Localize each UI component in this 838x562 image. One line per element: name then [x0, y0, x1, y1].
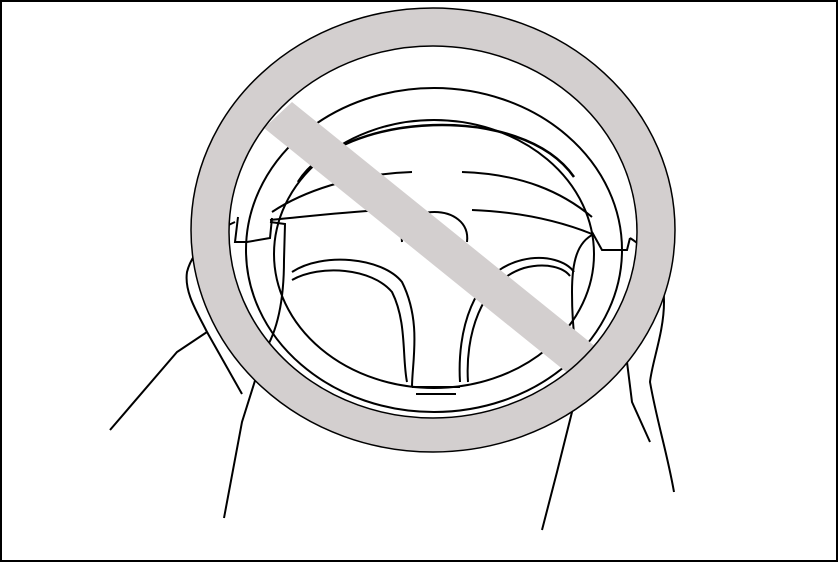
prohibition-icon: [191, 8, 675, 452]
